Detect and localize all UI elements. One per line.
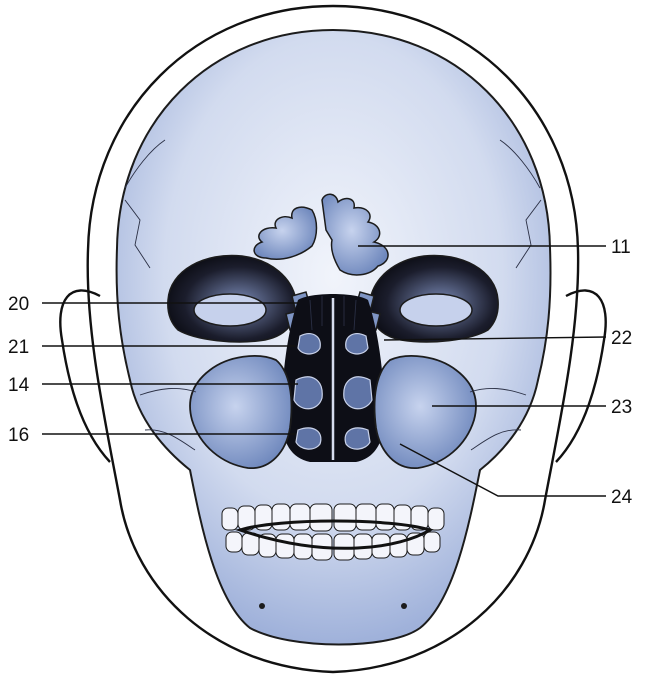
left-eye: [194, 294, 266, 326]
label-23: 23: [611, 397, 632, 418]
right-eye: [400, 294, 472, 326]
label-14: 14: [8, 375, 30, 396]
label-16: 16: [8, 425, 29, 446]
label-20: 20: [8, 294, 29, 315]
label-22: 22: [611, 328, 632, 349]
right-mental-foramen: [401, 603, 407, 609]
left-ear: [60, 290, 110, 462]
label-24: 24: [611, 487, 633, 508]
right-ear: [556, 290, 606, 462]
label-21: 21: [8, 337, 29, 358]
label-11: 11: [611, 237, 631, 258]
left-mental-foramen: [259, 603, 265, 609]
